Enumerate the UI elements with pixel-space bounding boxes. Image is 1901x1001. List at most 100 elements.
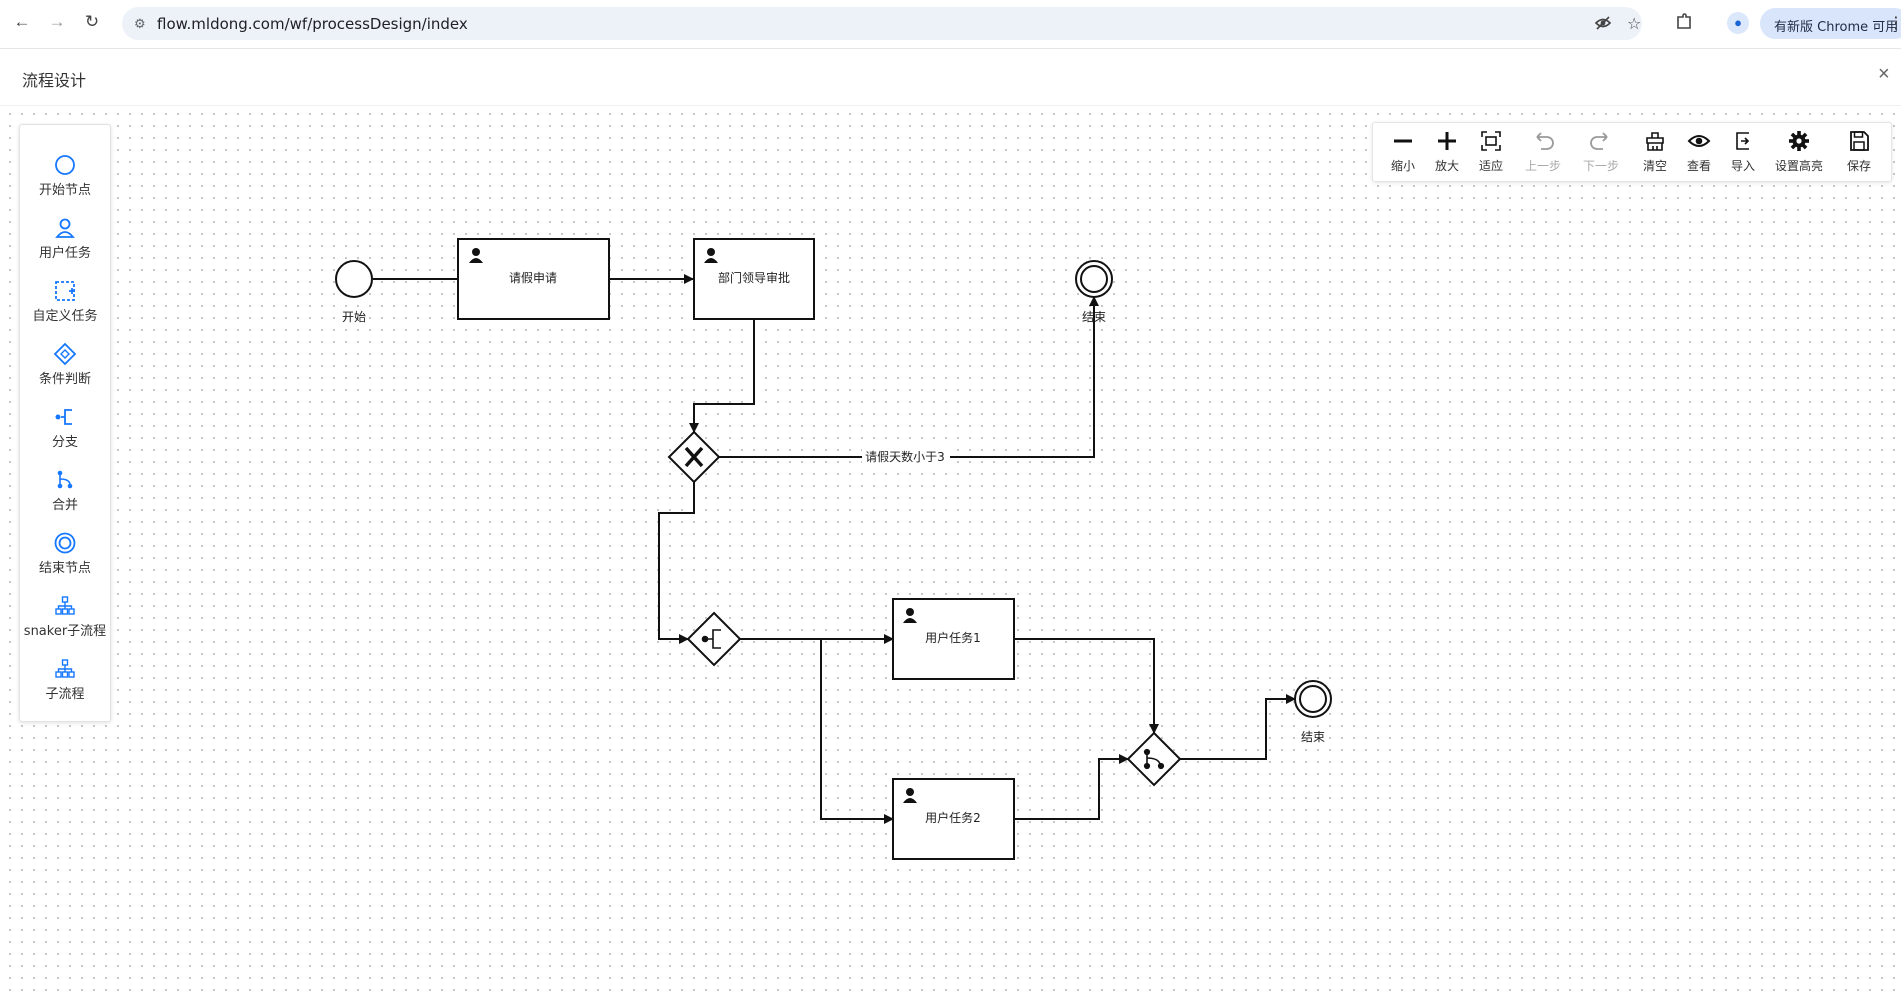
canvas-toolbar: 缩小 放大 适应 上一步 下一步 清空 查看 导入 设置高亮 保存: [1372, 122, 1892, 182]
edge-fork-to-task2[interactable]: [820, 639, 894, 824]
view-icon: [1687, 135, 1711, 147]
fit-icon: [1481, 131, 1501, 151]
task-user-2[interactable]: [892, 778, 1015, 860]
close-icon[interactable]: ×: [1878, 63, 1890, 85]
edge-approval-to-gateway[interactable]: [689, 319, 755, 433]
user-icon: [704, 248, 718, 263]
toolbar-label: 导入: [1730, 159, 1755, 173]
toolbar-label: 查看: [1686, 159, 1711, 173]
extensions-icon[interactable]: [1675, 13, 1693, 36]
toolbar-label: 放大: [1434, 159, 1459, 173]
zoom-in-button[interactable]: 放大: [1427, 127, 1467, 177]
start-event-icon: [55, 155, 75, 175]
update-label: 有新版 Chrome 可用: [1774, 20, 1899, 35]
fit-button[interactable]: 适应: [1471, 127, 1511, 177]
snaker-subprocess-icon: [55, 596, 75, 615]
end-event-1[interactable]: [1075, 260, 1113, 298]
palette-user-task[interactable]: 用户任务: [20, 208, 110, 266]
palette-label: 合并: [51, 498, 78, 513]
url-text[interactable]: flow.mldong.com/wf/processDesign/index: [157, 15, 468, 33]
zoom-out-button[interactable]: 缩小: [1383, 127, 1423, 177]
join-gateway[interactable]: [1126, 731, 1182, 787]
fork-icon: [55, 409, 72, 425]
palette-start-event[interactable]: 开始节点: [20, 145, 110, 203]
browser-toolbar: ← → ↻ ⚙ flow.mldong.com/wf/processDesign…: [0, 0, 1901, 49]
task-user-1[interactable]: [892, 598, 1015, 680]
view-button[interactable]: 查看: [1679, 127, 1719, 177]
page-header: 流程设计 ×: [0, 49, 1901, 106]
toolbar-label: 设置高亮: [1774, 159, 1823, 173]
palette-subprocess[interactable]: 子流程: [20, 649, 110, 707]
palette-label: 条件判断: [38, 372, 91, 387]
start-event[interactable]: [335, 260, 373, 298]
palette-label: 用户任务: [38, 246, 91, 261]
clear-icon: [1646, 132, 1664, 151]
fork-gateway[interactable]: [686, 611, 742, 667]
gear-icon: [1789, 131, 1809, 151]
kebab-menu-icon[interactable]: ⋮: [1888, 15, 1901, 32]
palette-fork[interactable]: 分支: [20, 397, 110, 455]
redo-button[interactable]: 下一步: [1573, 127, 1629, 177]
user-icon: [469, 248, 483, 263]
palette-label: 子流程: [45, 687, 85, 702]
toolbar-label: 上一步: [1524, 159, 1561, 173]
back-icon[interactable]: ←: [13, 12, 31, 31]
user-icon: [903, 608, 917, 623]
palette-snaker-subprocess[interactable]: snaker子流程: [20, 586, 110, 644]
page-title: 流程设计: [22, 73, 87, 90]
edge-task2-to-join[interactable]: [1014, 754, 1129, 820]
palette-custom-task[interactable]: 自定义任务: [20, 271, 110, 329]
zoom-in-icon: [1438, 132, 1456, 150]
address-bar[interactable]: ⚙ flow.mldong.com/wf/processDesign/index…: [122, 7, 1642, 40]
eye-off-icon[interactable]: [1594, 14, 1612, 37]
join-icon: [57, 470, 73, 489]
redo-icon: [1590, 132, 1608, 150]
save-button[interactable]: 保存: [1837, 127, 1881, 177]
zoom-out-icon: [1394, 139, 1412, 143]
condition-gateway-icon: [53, 342, 77, 366]
forward-icon[interactable]: →: [48, 12, 66, 31]
site-settings-icon[interactable]: ⚙: [134, 16, 146, 31]
toolbar-label: 保存: [1846, 159, 1871, 173]
import-icon: [1736, 132, 1750, 150]
node-palette: 开始节点 用户任务 自定义任务 条件判断 分支 合并 结束节点 snaker子流…: [19, 124, 111, 722]
fork-icon: [701, 629, 721, 649]
join-icon: [1143, 748, 1165, 770]
exclusive-gateway[interactable]: [667, 430, 721, 484]
palette-label: 分支: [51, 435, 78, 450]
edge-gateway-to-fork[interactable]: [658, 482, 695, 644]
palette-label: 开始节点: [38, 183, 91, 198]
end-event-icon: [54, 532, 76, 554]
subprocess-icon: [55, 659, 75, 678]
save-icon: [1850, 131, 1869, 151]
edge-task1-to-join[interactable]: [1014, 638, 1159, 734]
palette-label: snaker子流程: [23, 624, 107, 639]
toolbar-label: 下一步: [1582, 159, 1619, 173]
reload-icon[interactable]: ↻: [84, 12, 100, 31]
set-highlight-button[interactable]: 设置高亮: [1767, 127, 1831, 177]
undo-button[interactable]: 上一步: [1515, 127, 1571, 177]
flow-canvas[interactable]: [0, 106, 1901, 1001]
import-button[interactable]: 导入: [1723, 127, 1763, 177]
palette-label: 结束节点: [38, 561, 91, 576]
user-task-icon: [55, 218, 75, 238]
custom-task-icon: [55, 281, 75, 301]
palette-condition-gateway[interactable]: 条件判断: [20, 334, 110, 392]
user-icon: [903, 788, 917, 803]
palette-label: 自定义任务: [32, 309, 98, 324]
toolbar-label: 适应: [1478, 159, 1503, 173]
palette-join[interactable]: 合并: [20, 460, 110, 518]
edge-join-to-end2[interactable]: [1180, 694, 1296, 760]
undo-icon: [1536, 132, 1554, 150]
profile-avatar-icon[interactable]: ●: [1727, 12, 1749, 34]
bookmark-star-icon[interactable]: ☆: [1627, 16, 1642, 33]
edge-gateway-to-end1[interactable]: [719, 296, 1099, 458]
end-event-2[interactable]: [1294, 680, 1332, 718]
toolbar-label: 缩小: [1390, 159, 1415, 173]
clear-button[interactable]: 清空: [1635, 127, 1675, 177]
chrome-update-button[interactable]: 有新版 Chrome 可用 ⋮: [1760, 8, 1901, 39]
palette-end-event[interactable]: 结束节点: [20, 523, 110, 581]
task-leave-request[interactable]: [457, 238, 610, 320]
task-dept-approval[interactable]: [693, 238, 815, 320]
toolbar-label: 清空: [1642, 159, 1667, 173]
